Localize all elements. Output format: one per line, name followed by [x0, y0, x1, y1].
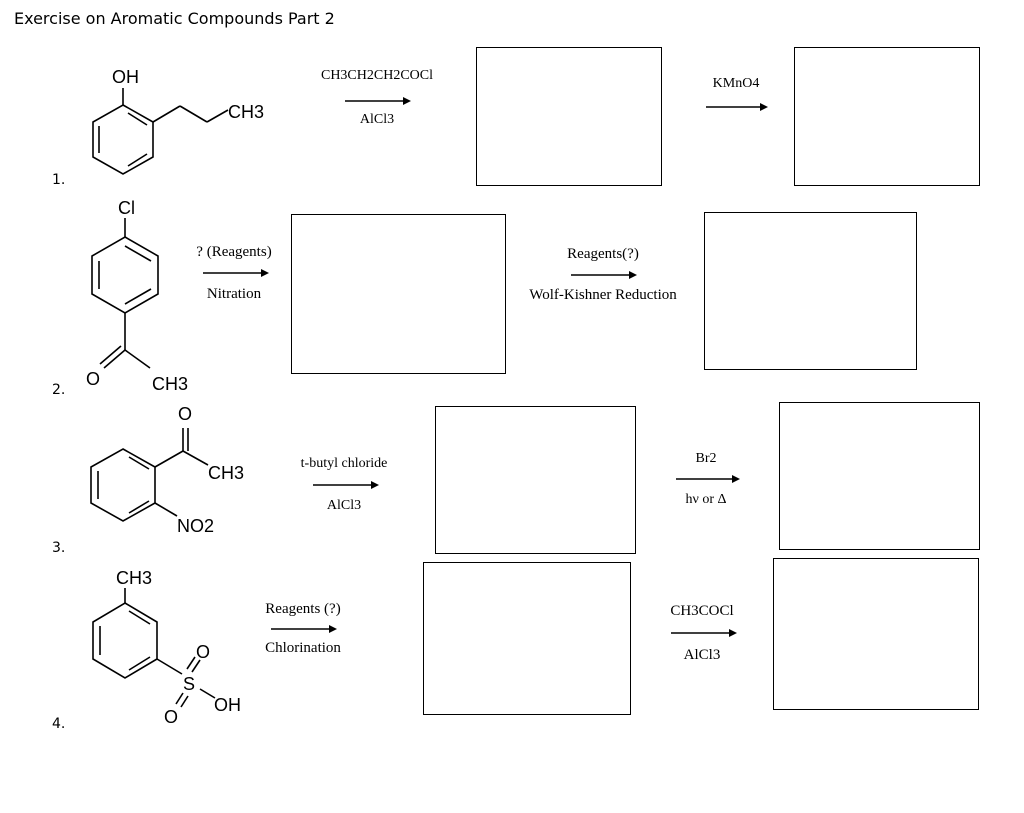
reagent-1b-above: KMnO4: [712, 76, 760, 91]
sulfur-label: S: [183, 674, 195, 694]
reagent-3b-below: hν or Δ: [685, 492, 727, 507]
answer-box-3a[interactable]: [435, 406, 636, 554]
reagent-4a-below: Chlorination: [265, 640, 341, 656]
reaction-arrow: [676, 475, 740, 483]
reaction-arrow: [571, 271, 637, 279]
answer-box-2a[interactable]: [291, 214, 506, 374]
answer-box-1b[interactable]: [794, 47, 980, 186]
carbonyl-o-label: O: [178, 404, 192, 424]
answer-box-3b[interactable]: [779, 402, 980, 550]
carbonyl-o-label: O: [86, 369, 100, 389]
reaction-arrow: [313, 481, 379, 489]
oh-label: OH: [112, 67, 139, 87]
benzene-ring-4: [92, 602, 158, 679]
no2-label: NO2: [177, 516, 214, 536]
reagent-4b-above: CH3COCl: [670, 603, 734, 619]
reagent-1a-above: CH3CH2CH2COCl: [321, 68, 433, 84]
reagent-3a-above: t-butyl chloride: [300, 456, 388, 471]
reagent-text: CH3CH2CH2COCl: [320, 68, 434, 83]
answer-box-2b[interactable]: [704, 212, 917, 370]
reagent-4a-above: Reagents (?): [265, 601, 341, 617]
reagent-3a-below: AlCl3: [326, 498, 362, 513]
oh-label: OH: [214, 695, 241, 715]
answer-box-1a[interactable]: [476, 47, 662, 186]
reaction-arrow: [271, 625, 337, 633]
cl-label: Cl: [118, 198, 135, 218]
ch3-label: CH3: [228, 102, 264, 122]
problem-number-3: 3.: [52, 540, 66, 556]
answer-box-4a[interactable]: [423, 562, 631, 715]
reagent-2a-above: ? (Reagents): [196, 244, 272, 260]
reaction-arrow: [345, 97, 411, 105]
page-title: Exercise on Aromatic Compounds Part 2: [14, 9, 335, 28]
reaction-arrow: [706, 103, 768, 111]
reagent-2a-below: Nitration: [206, 286, 262, 302]
problem-number-1: 1.: [52, 172, 66, 188]
reagent-2b-above: Reagents(?): [567, 246, 639, 262]
reagent-3b-above: Br2: [695, 451, 717, 466]
reagent-2b-below: Wolf-Kishner Reduction: [529, 287, 677, 303]
problem-number-4: 4.: [52, 716, 66, 732]
reaction-arrow: [203, 269, 269, 277]
sulfonyl-o-bottom-label: O: [164, 707, 178, 727]
problem-number-2: 2.: [52, 382, 66, 398]
reagent-4b-below: AlCl3: [683, 647, 721, 663]
sulfonyl-o-top-label: O: [196, 642, 210, 662]
ch3-label: CH3: [152, 374, 188, 394]
reagent-1a-below: AlCl3: [359, 112, 395, 127]
reaction-arrow: [671, 629, 737, 637]
answer-box-4b[interactable]: [773, 558, 979, 710]
ch3-label: CH3: [116, 568, 152, 588]
ch3-label: CH3: [208, 463, 244, 483]
